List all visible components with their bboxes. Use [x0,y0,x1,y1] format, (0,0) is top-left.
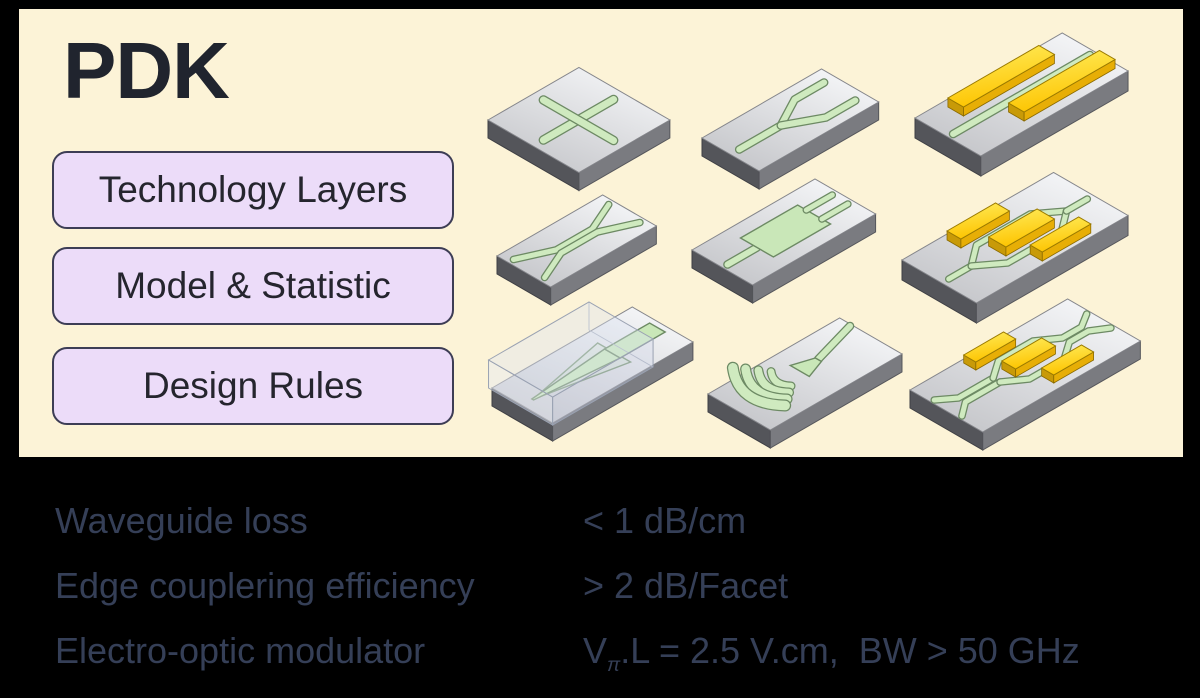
page-title: PDK [63,26,230,115]
button-design-rules[interactable]: Design Rules [52,347,454,425]
spec-label: Electro-optic modulator [55,630,426,671]
button-technology-layers[interactable]: Technology Layers [52,151,454,229]
spec-label: Edge couplering efficiency [55,565,475,606]
spec-value: Vπ.L = 2.5 V.cm, BW > 50 GHz [583,630,1080,677]
spec-row-waveguide-loss: Waveguide loss < 1 dB/cm [0,500,1200,544]
spec-label: Waveguide loss [55,500,308,541]
spec-value: < 1 dB/cm [583,500,747,541]
pi-subscript: π [607,654,621,677]
spec-row-eo-modulator: Electro-optic modulator Vπ.L = 2.5 V.cm,… [0,630,1200,677]
button-label: Technology Layers [98,169,408,210]
spec-value: > 2 dB/Facet [583,565,789,606]
spec-row-edge-coupling: Edge couplering efficiency > 2 dB/Facet [0,565,1200,609]
button-label: Design Rules [142,365,364,406]
button-model-statistic[interactable]: Model & Statistic [52,247,454,325]
button-label: Model & Statistic [115,265,391,306]
